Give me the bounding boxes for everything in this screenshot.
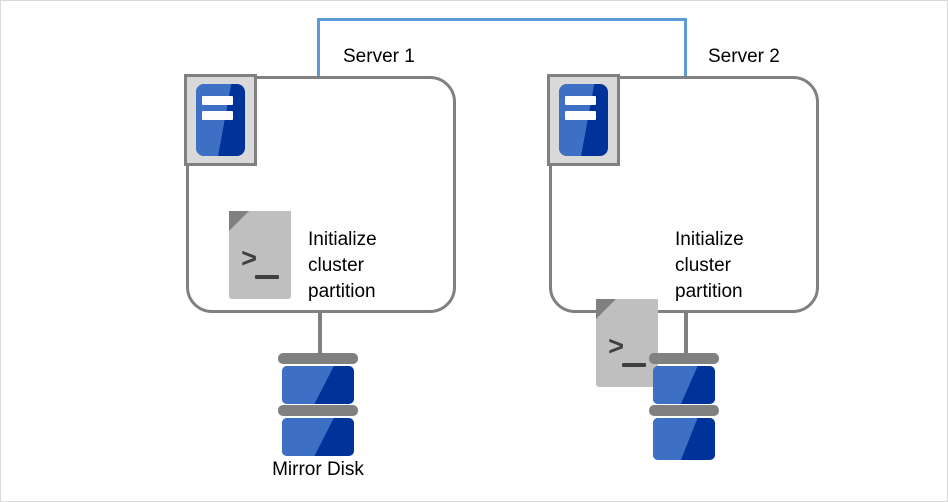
disk-plate-lower	[653, 418, 715, 460]
server-rack-icon-bezel	[550, 77, 617, 163]
disk-bar-middle	[649, 405, 719, 416]
script-icon-prompt-glyph: >	[241, 246, 258, 276]
server-1-server-rack-icon	[184, 74, 257, 166]
server-rack-led-bottom	[202, 110, 233, 120]
server-rack-icon-bezel	[187, 77, 254, 163]
script-icon-folded-corner	[229, 211, 249, 231]
interconnect-right-drop	[684, 18, 687, 76]
server-2-mirror-disk-icon	[649, 353, 719, 461]
disk-bar-top	[278, 353, 358, 364]
server-2-server-rack-icon	[547, 74, 620, 166]
disk-bar-middle	[278, 405, 358, 416]
server-rack-led-top	[202, 95, 233, 105]
server-1-disk-connector	[318, 313, 322, 357]
script-icon-prompt-glyph: >	[608, 334, 625, 364]
server-1-action-label: Initialize cluster partition	[308, 229, 377, 302]
server-1-disk-label: Mirror Disk	[272, 459, 364, 480]
disk-plate-lower	[282, 418, 354, 456]
interconnect-left-drop	[317, 18, 320, 76]
server-1-mirror-disk-icon	[278, 353, 358, 456]
server-2-title: Server 2	[708, 46, 780, 67]
disk-plate-upper	[282, 366, 354, 404]
server-1-script-terminal-icon: >	[229, 211, 291, 299]
server-1-title: Server 1	[343, 46, 415, 67]
server-2-script-terminal-icon: >	[596, 299, 658, 387]
script-icon-cursor-underscore	[622, 363, 646, 367]
server-2-disk-connector	[684, 313, 688, 357]
server-rack-icon-body	[559, 84, 608, 156]
server-rack-icon-body	[196, 84, 245, 156]
script-icon-folded-corner	[596, 299, 616, 319]
server-2-action-label: Initialize cluster partition	[675, 229, 744, 302]
disk-bar-top	[649, 353, 719, 364]
disk-plate-upper	[653, 366, 715, 404]
server-rack-led-top	[565, 95, 596, 105]
server-rack-led-bottom	[565, 110, 596, 120]
script-icon-cursor-underscore	[255, 275, 279, 279]
interconnect-horizontal-line	[317, 18, 687, 21]
